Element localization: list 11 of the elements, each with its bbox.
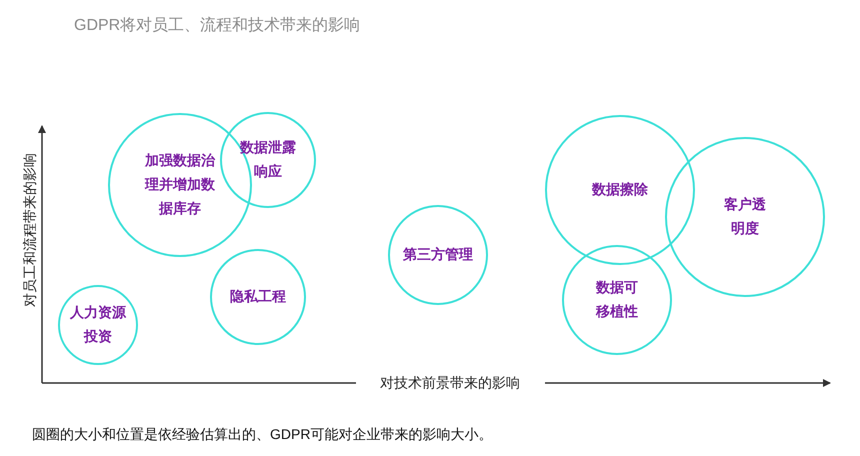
circle-label: 加强数据治理并增加数据库存 (144, 151, 216, 218)
circle-label: 数据擦除 (590, 180, 649, 200)
axis-label: 对员工和流程带来的影响 (20, 153, 38, 307)
title: GDPR将对员工、流程和技术带来的影响 (74, 16, 360, 36)
caption: 圆圈的大小和位置是依经验估算出的、GDPR可能对企业带来的影响大小。 (32, 425, 492, 444)
circle-label: 数据可移植性 (594, 278, 639, 321)
circle-label: 客户透明度 (723, 195, 767, 238)
circle-label: 数据泄露响应 (238, 138, 297, 181)
circle-label: 人力资源投资 (68, 303, 128, 346)
circle-label: 隐私工程 (229, 287, 287, 306)
circle-label: 第三方管理 (402, 245, 474, 264)
